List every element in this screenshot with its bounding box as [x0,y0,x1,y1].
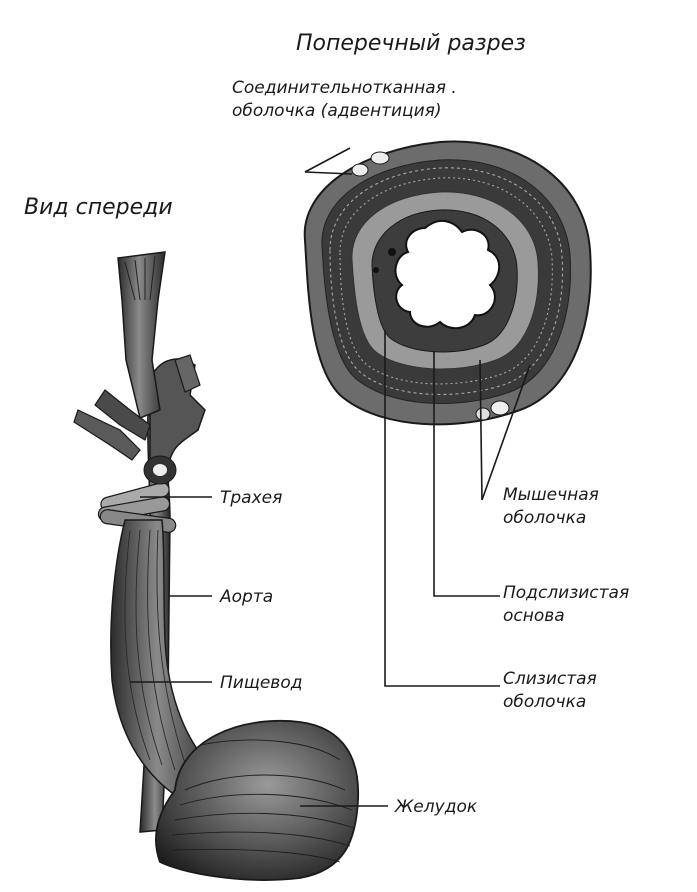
submucosa-label-line2: основа [503,606,565,626]
muscular-label-line1: Мышечная [503,485,599,505]
muscle-striations [329,167,564,395]
cross-section-illustration [303,140,592,426]
stomach-fibers [171,739,355,863]
trachea-label: Трахея [220,488,282,508]
left-branch-shape [94,389,151,441]
mucosa-label-line1: Слизистая [503,669,597,689]
stomach-shape [155,720,360,881]
adventitia-label-line1: Соединительнотканная . [232,78,457,98]
right-branch-shape [174,354,201,393]
cross-section-pointers [304,147,531,687]
adventitia-vessels [351,151,510,421]
lumen [394,219,501,330]
adventitia-label-line2: оболочка (адвентиция) [232,101,442,121]
pharynx-shape [117,251,166,420]
mucosa-label-line2: оболочка [503,692,586,712]
esophagus-label: Пищевод [220,673,302,693]
left-branch2-shape [73,409,141,461]
front-view-pointers [130,496,388,807]
front-view-illustration [73,251,360,881]
esophagus-fibers [124,529,189,773]
stomach-label: Желудок [394,797,478,817]
submucosa-label-line1: Подслизистая [503,583,629,603]
aorta-label: Аорта [219,587,273,607]
front-view-heading: Вид спереди [24,195,173,220]
pharynx-fibers [124,255,156,301]
cross-section-heading: Поперечный разрез [296,31,526,56]
muscular-label-line2: оболочка [503,508,586,528]
